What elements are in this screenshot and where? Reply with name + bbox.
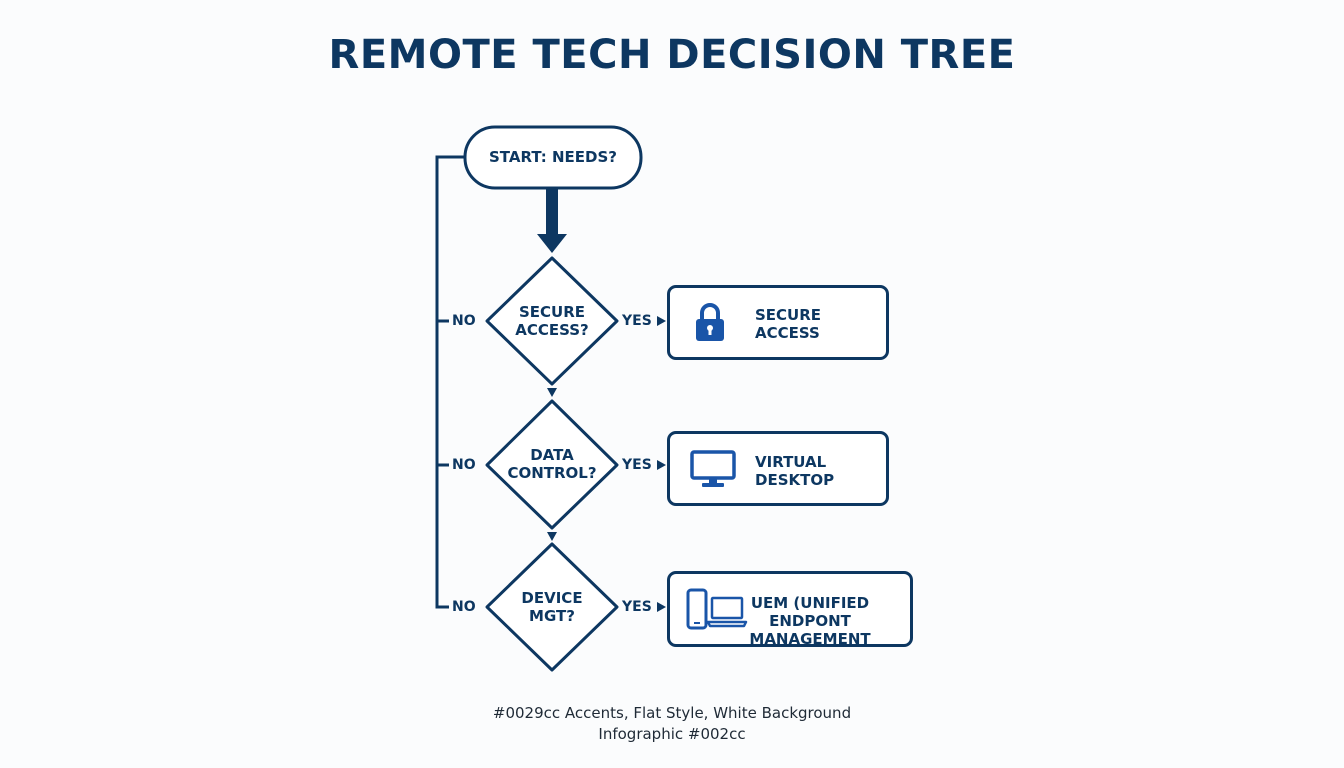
result-1-line1: SECURE [755, 306, 822, 324]
yes-label-3: YES [622, 599, 652, 615]
no-label-1: NO [452, 313, 476, 329]
start-terminal [463, 125, 643, 190]
no-return-line [435, 155, 467, 609]
result-1-line2: ACCESS [755, 324, 820, 342]
decision-label-1: SECURE ACCESS? [487, 303, 617, 339]
result-label-3: UEM (UNIFIED ENDPONT MANAGEMENT [712, 594, 908, 648]
decision-1-line1: SECURE [518, 303, 586, 321]
result-box-uem [667, 571, 913, 647]
page-title: REMOTE TECH DECISION TREE [328, 32, 1016, 78]
result-2-line2: DESKTOP [755, 471, 835, 489]
phone-laptop-icon [686, 588, 748, 630]
result-box-virtual-desktop [667, 431, 889, 506]
decision-label-2: DATA CONTROL? [487, 446, 617, 482]
result-3-line2: MANAGEMENT [749, 630, 871, 648]
decision-1-line2: ACCESS? [515, 321, 589, 339]
lock-icon [696, 303, 724, 341]
start-arrow-head [537, 234, 567, 253]
footer-line-1: #0029cc Accents, Flat Style, White Backg… [492, 704, 852, 722]
yes-label-1: YES [622, 313, 652, 329]
result-label-1: SECURE ACCESS [755, 306, 821, 342]
decision-2-line2: CONTROL? [507, 464, 597, 482]
decision-diamond-1 [485, 256, 619, 386]
decision-3-line2: MGT? [529, 607, 575, 625]
down-arrow-2 [547, 532, 557, 541]
footer-line-2: Infographic #002cc [598, 725, 746, 743]
no-label-2: NO [452, 457, 476, 473]
yes-label-2: YES [622, 457, 652, 473]
monitor-icon [690, 450, 736, 487]
decision-diamond-3 [485, 542, 619, 672]
down-arrow-1 [547, 388, 557, 397]
result-2-line1: VIRTUAL [755, 453, 827, 471]
result-3-line1: UEM (UNIFIED ENDPONT [750, 594, 870, 630]
yes-arrow-3 [657, 602, 666, 612]
result-label-2: VIRTUAL DESKTOP [755, 453, 834, 489]
start-label: START: NEEDS? [489, 148, 617, 166]
yes-arrow-2 [657, 460, 666, 470]
decision-2-line1: DATA [530, 446, 574, 464]
decision-label-3: DEVICE MGT? [487, 589, 617, 625]
no-label-3: NO [452, 599, 476, 615]
decision-3-line1: DEVICE [521, 589, 583, 607]
decision-diamond-2 [485, 399, 619, 530]
yes-arrow-1 [657, 316, 666, 326]
start-arrow-shaft [546, 189, 558, 235]
